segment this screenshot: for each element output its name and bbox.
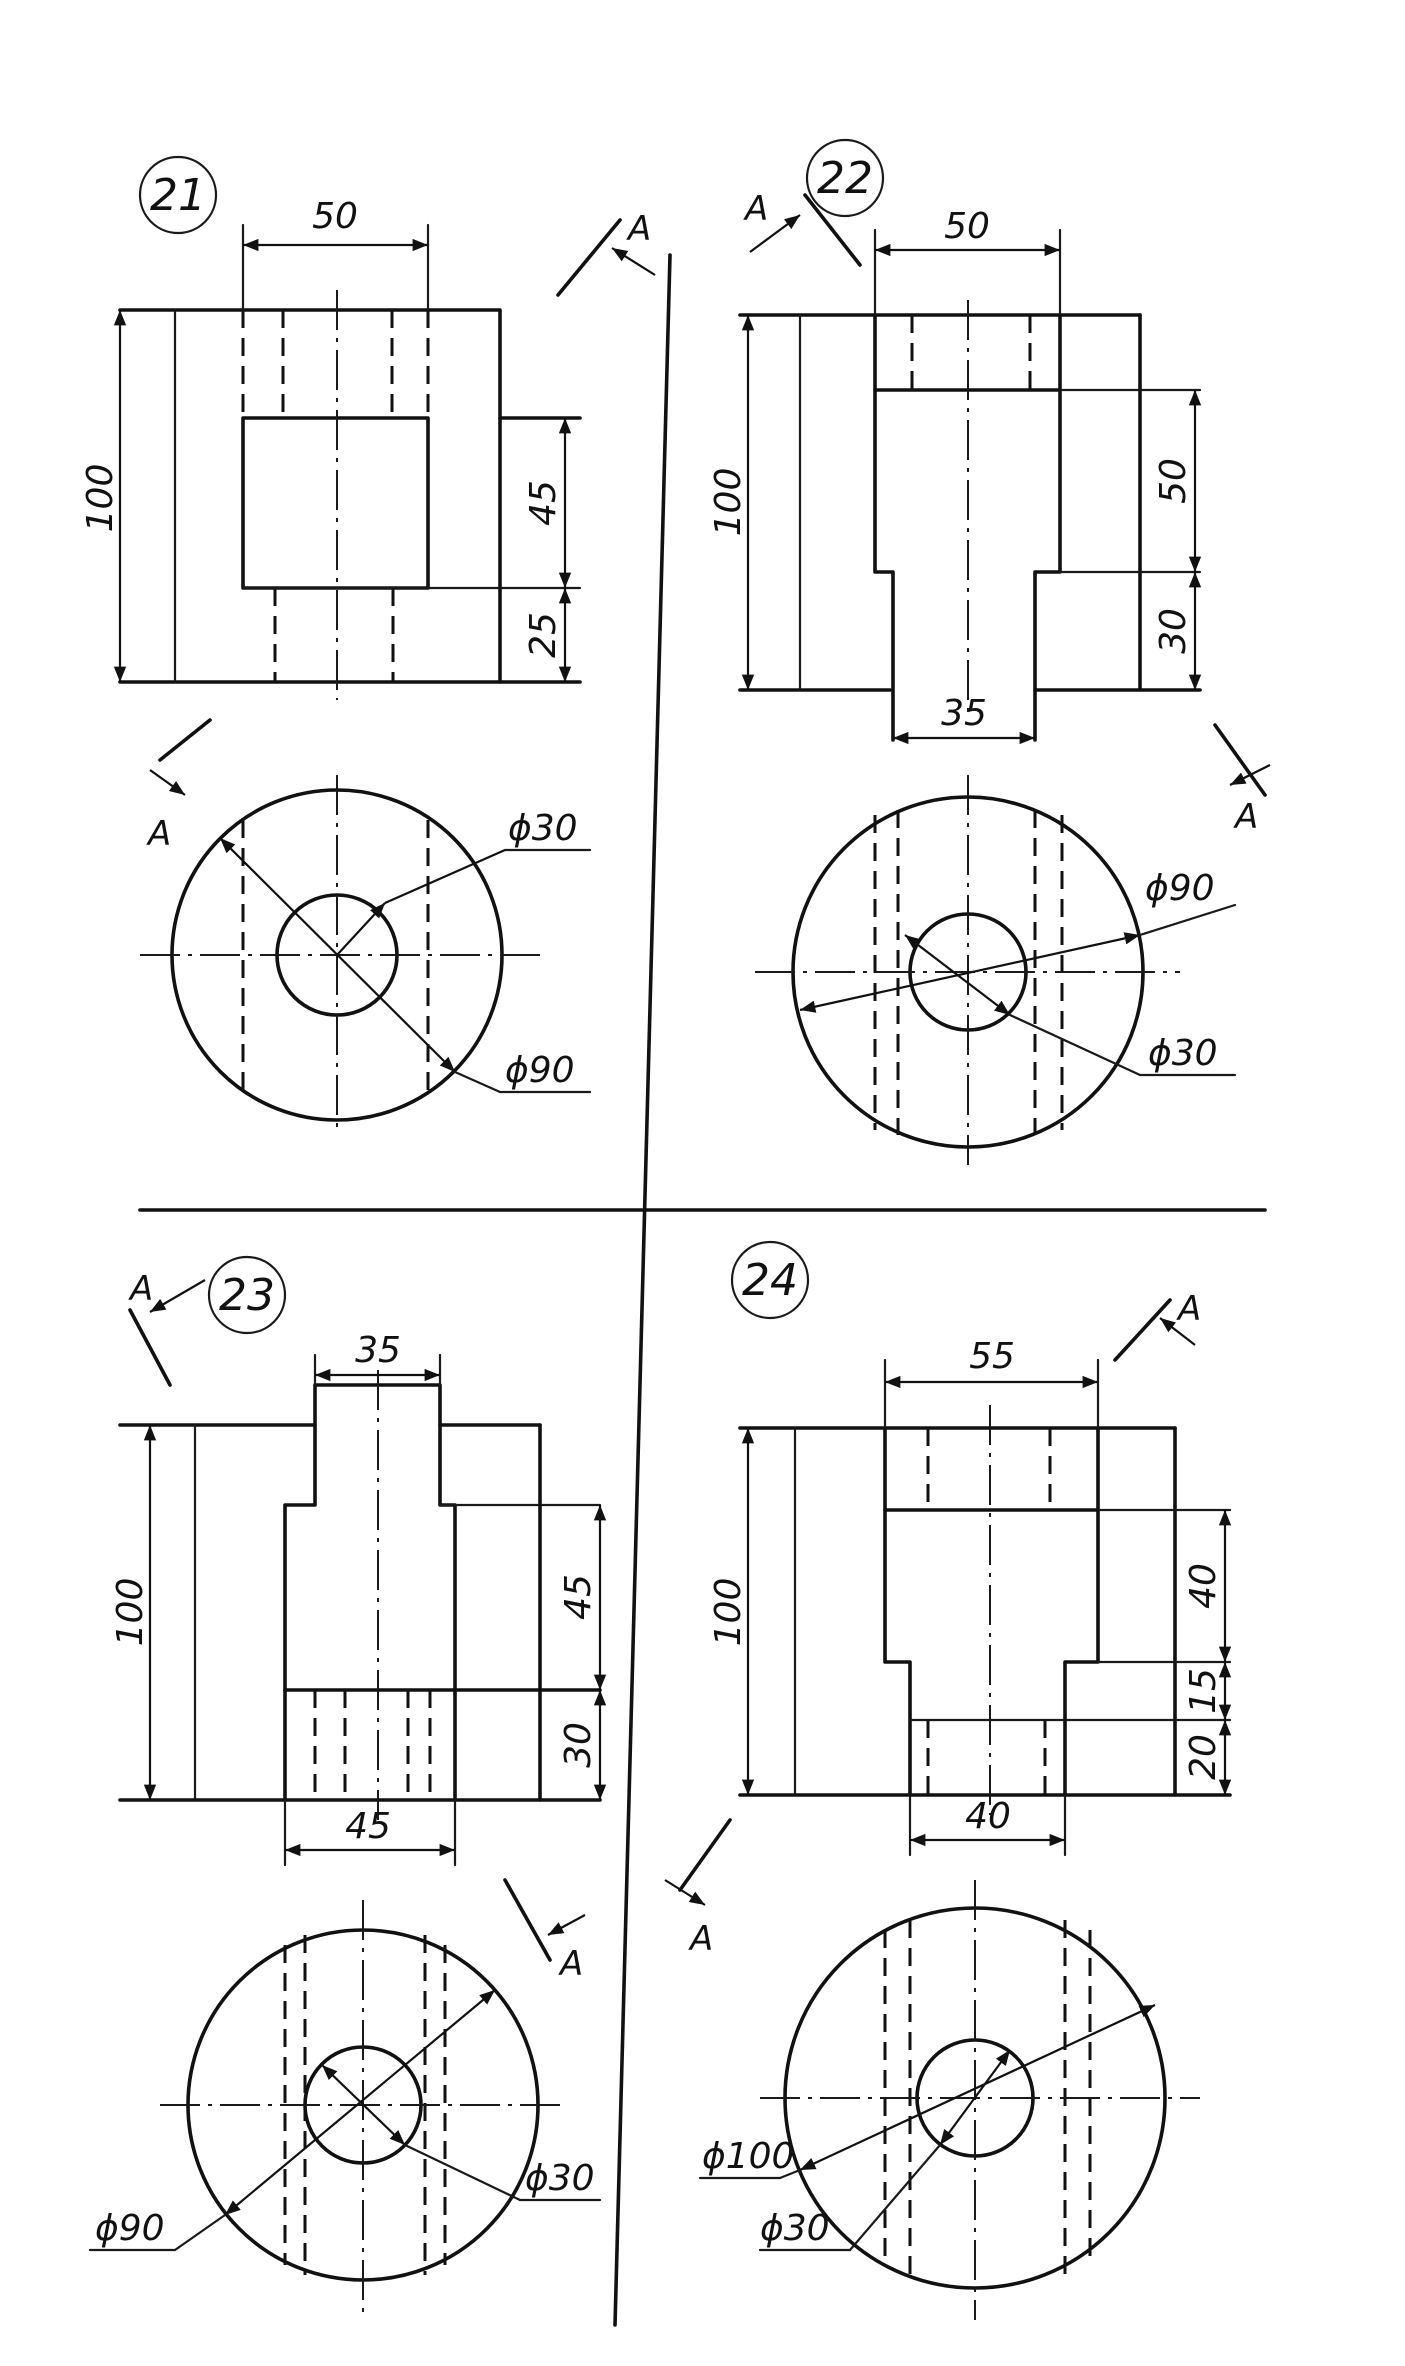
dimension-bottom: 35: [893, 693, 1035, 745]
svg-text:30: 30: [558, 1722, 599, 1768]
problem-number-circle: [805, 138, 885, 218]
dimension-bore: ϕ30: [336, 808, 592, 956]
svg-text:15: 15: [1183, 1668, 1224, 1714]
section-marker-left: A: [664, 1818, 732, 1959]
dimension-outer: ϕ90: [219, 837, 592, 1094]
problem-number-circle: [138, 155, 218, 235]
dimension-middle: 15: [1183, 1662, 1232, 1720]
svg-text:A: A: [743, 189, 768, 229]
svg-text:25: 25: [523, 612, 564, 658]
dimension-upper: 40: [1183, 1510, 1232, 1662]
dimension-bore: ϕ30: [758, 2049, 1011, 2252]
svg-text:ϕ30: ϕ30: [1148, 1033, 1218, 1074]
svg-text:35: 35: [355, 1330, 401, 1371]
section-marker: A: [743, 189, 862, 267]
vertical-divider: [613, 253, 672, 2327]
dimension-bore: ϕ30: [904, 934, 1237, 1077]
svg-text:A: A: [146, 814, 171, 854]
dimension-width: 50: [873, 206, 1062, 317]
svg-text:ϕ100: ϕ100: [702, 2136, 794, 2177]
dimension-bore: ϕ30: [321, 2064, 602, 2202]
problem-number-circle: [207, 1255, 287, 1335]
front-view: [738, 300, 1202, 742]
dimension-lower: 30: [558, 1690, 607, 1800]
dimension-upper: 45: [523, 418, 572, 588]
dimension-outer: ϕ90: [88, 1989, 496, 2252]
problem-number: 24: [742, 1255, 798, 1306]
svg-text:ϕ90: ϕ90: [95, 2208, 165, 2249]
svg-text:A: A: [128, 1269, 153, 1309]
problem-number: 21: [150, 170, 206, 221]
problem-23: 23 A 35: [88, 1255, 607, 2320]
problem-number: 23: [219, 1270, 275, 1321]
dimension-upper: 45: [558, 1505, 607, 1690]
svg-text:A: A: [626, 209, 651, 249]
dimension-width: 50: [241, 196, 430, 312]
section-marker-left: A: [146, 718, 212, 854]
svg-text:30: 30: [1153, 608, 1194, 654]
svg-text:A: A: [558, 1944, 583, 1984]
dimension-lower: 30: [1153, 572, 1202, 690]
dimension-height: 100: [110, 1425, 157, 1800]
svg-text:ϕ90: ϕ90: [1145, 868, 1215, 909]
section-marker: A: [556, 209, 656, 297]
dimension-outer: ϕ90: [799, 868, 1237, 1013]
front-view: [118, 1370, 602, 1820]
front-view: [738, 1405, 1232, 1815]
svg-text:ϕ30: ϕ30: [760, 2208, 830, 2249]
svg-text:45: 45: [523, 480, 564, 526]
section-marker: A: [1113, 1289, 1201, 1362]
dimension-height: 100: [708, 1428, 755, 1795]
dimension-width: 55: [883, 1336, 1100, 1430]
dimension-height: 100: [708, 315, 755, 690]
dimension-upper: 50: [1153, 390, 1202, 572]
section-marker-right: A: [503, 1878, 586, 1984]
dimension-outer: ϕ100: [698, 2004, 1156, 2180]
svg-text:A: A: [1176, 1289, 1201, 1329]
svg-text:ϕ30: ϕ30: [508, 808, 578, 849]
front-view: [118, 290, 582, 700]
problem-number: 22: [817, 153, 873, 204]
svg-text:ϕ30: ϕ30: [525, 2158, 595, 2199]
svg-text:50: 50: [1153, 458, 1194, 504]
svg-text:20: 20: [1183, 1734, 1224, 1780]
dimension-bottom: 45: [283, 1798, 457, 1867]
svg-text:50: 50: [944, 206, 990, 247]
svg-text:50: 50: [312, 196, 358, 237]
svg-text:A: A: [1233, 797, 1258, 837]
problem-22: 22 A 50 100: [708, 138, 1271, 1165]
top-view: [140, 775, 540, 1135]
svg-text:ϕ90: ϕ90: [505, 1050, 575, 1091]
top-view: [160, 1900, 560, 2320]
section-marker-right: A: [1213, 723, 1271, 837]
dimension-top: 35: [313, 1330, 442, 1387]
dimension-height: 100: [80, 310, 127, 682]
svg-text:45: 45: [558, 1574, 599, 1620]
svg-text:100: 100: [708, 1578, 749, 1647]
svg-text:35: 35: [941, 693, 987, 734]
dimension-bottom: 40: [908, 1793, 1067, 1857]
section-marker: A: [128, 1269, 206, 1387]
svg-text:40: 40: [965, 1796, 1011, 1837]
problem-number-circle: [730, 1240, 810, 1320]
problem-21: 21 A 50: [80, 155, 656, 1135]
top-view: [760, 1880, 1200, 2320]
svg-text:100: 100: [110, 1578, 151, 1647]
svg-text:55: 55: [969, 1336, 1015, 1377]
dimension-lower: 25: [523, 588, 572, 682]
dimension-lower: 20: [1183, 1720, 1232, 1795]
problem-24: 24 A 55: [664, 1240, 1232, 2320]
svg-text:A: A: [688, 1919, 713, 1959]
svg-text:100: 100: [80, 464, 121, 533]
svg-text:100: 100: [708, 468, 749, 537]
top-view: [755, 775, 1180, 1165]
svg-text:45: 45: [345, 1806, 391, 1847]
svg-text:40: 40: [1183, 1563, 1224, 1609]
